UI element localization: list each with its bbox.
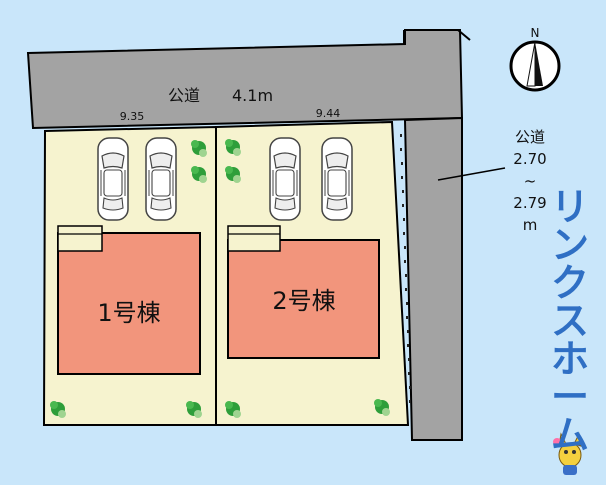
parking-car: [97, 137, 129, 221]
brand-logo: リンクスホーム: [550, 185, 589, 457]
parking-car: [321, 137, 353, 221]
east-road-width-min: 2.70: [513, 150, 547, 168]
parking-car: [269, 137, 301, 221]
curb-dots: [400, 134, 411, 403]
mascot-icon: [553, 432, 582, 475]
building-1-label: 1号棟: [97, 299, 160, 327]
lot2-frontage: 9.44: [316, 107, 341, 120]
north-road-label: 公道: [168, 86, 200, 105]
north-road: [26, 29, 464, 130]
lot1-frontage: 9.35: [120, 110, 145, 123]
building-2-label: 2号棟: [272, 287, 335, 315]
house-1: [57, 225, 201, 375]
east-road-name: 公道: [514, 128, 545, 146]
house-2: [227, 225, 380, 359]
north-road-width: 4.1m: [232, 86, 273, 105]
north-arrow-icon: [509, 40, 561, 92]
north-label: N: [531, 26, 540, 40]
east-road-label: 公道 2.70 ~ 2.79 m: [500, 126, 560, 236]
east-road-separator: ~: [523, 172, 537, 190]
east-road-width-max: 2.79: [513, 194, 547, 212]
east-road-unit: m: [522, 216, 538, 234]
parking-car: [145, 137, 177, 221]
east-road: [403, 116, 463, 441]
